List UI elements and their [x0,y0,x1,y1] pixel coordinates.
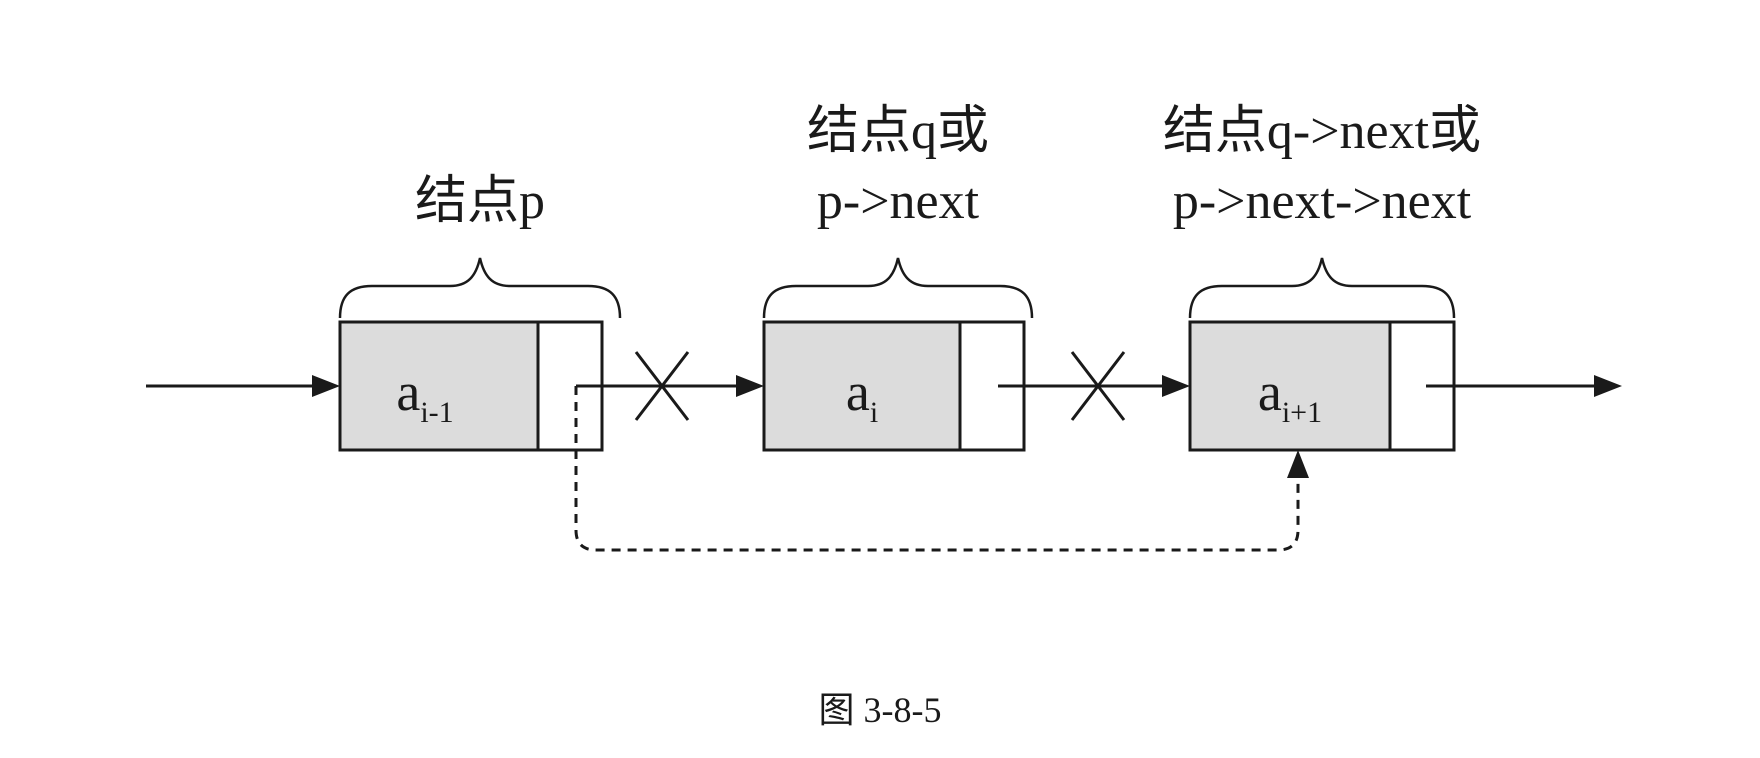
link-1-to-2-arrowhead [736,375,764,397]
cross-out-link-2-to-3 [1070,351,1126,421]
node-1-value: ai-1 [396,362,453,429]
node-3-data-field [1188,320,1392,452]
label-node-next-line1: 结点q->next或 [1163,103,1481,160]
link-2-to-3-arrowhead [1162,375,1190,397]
brace-node-p [338,257,622,319]
node-1-data-field [338,320,540,452]
node-2-value: ai [846,362,878,429]
label-node-next-line2: p->next->next [1173,173,1472,230]
new-link-dashed-path [574,386,1300,552]
label-node-p: 结点p [415,173,545,230]
label-node-q-line2: p->next [817,173,980,230]
incoming-arrowhead [312,375,340,397]
label-node-q-line1: 结点q或 [807,103,989,160]
brace-node-q [762,257,1034,319]
figure-caption: 图 3-8-5 [819,690,942,730]
new-link-arrowhead [1287,450,1309,478]
cross-out-link-1-to-2 [634,351,690,421]
brace-node-next [1188,257,1456,319]
node-3-value: ai+1 [1258,362,1322,429]
outgoing-arrowhead [1594,375,1622,397]
